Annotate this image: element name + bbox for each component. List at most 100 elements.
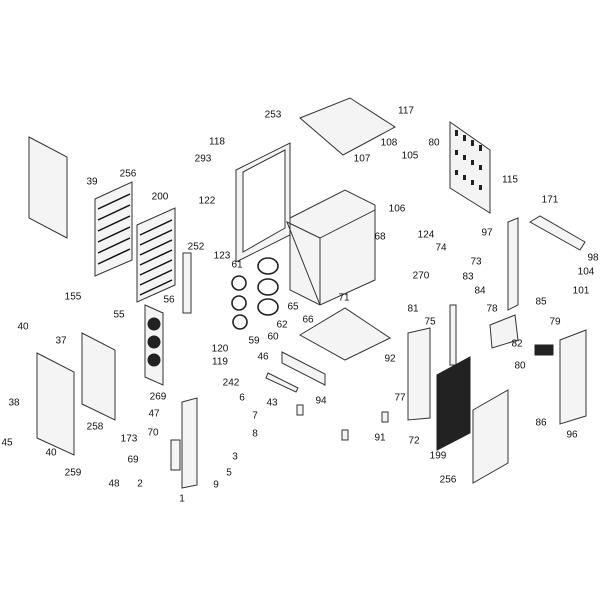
- top-panel: [299, 97, 396, 156]
- part-label: 40: [45, 447, 57, 459]
- part-label: 118: [209, 136, 225, 148]
- upright: [449, 304, 457, 366]
- control-plate: [170, 439, 181, 471]
- control-column: [181, 397, 198, 489]
- part-label: 2: [137, 478, 143, 490]
- part-label: 86: [535, 417, 547, 429]
- part-label: 83: [462, 271, 474, 283]
- part-label: 37: [55, 335, 67, 347]
- part-label: 293: [194, 153, 212, 165]
- part-label: 74: [435, 242, 447, 254]
- part-label: 270: [412, 270, 430, 282]
- rail-bracket: [281, 351, 326, 386]
- bottom-panel: [299, 307, 392, 361]
- part-label: 120: [211, 343, 229, 355]
- part-label: 122: [198, 195, 216, 207]
- part-label: 101: [572, 285, 590, 297]
- part-label: 61: [231, 259, 243, 271]
- part-label: 43: [266, 397, 278, 409]
- part-label: 59: [248, 335, 260, 347]
- part-label: 108: [380, 137, 398, 149]
- part-label: 72: [408, 435, 420, 447]
- part-label: 256: [119, 168, 137, 180]
- inner-door-glass: [81, 332, 116, 421]
- part-label: 155: [64, 291, 82, 303]
- shelf-rack-right: [472, 389, 509, 484]
- outer-door: [36, 352, 75, 456]
- part-label: 65: [287, 301, 299, 313]
- terminal-block: [534, 344, 554, 356]
- part-label: 38: [8, 397, 20, 409]
- rail: [265, 372, 299, 393]
- part-label: 85: [535, 296, 547, 308]
- part-label: 7: [252, 410, 258, 422]
- part-label: 173: [120, 433, 138, 445]
- door-panel: [28, 136, 68, 239]
- foot: [381, 411, 389, 423]
- part-label: 77: [394, 392, 406, 404]
- part-label: 40: [17, 321, 29, 333]
- part-label: 73: [470, 256, 482, 268]
- side-cover: [559, 329, 587, 425]
- part-label: 91: [374, 432, 386, 444]
- side-panel: [407, 327, 431, 421]
- part-label: 96: [566, 429, 578, 441]
- part-label: 123: [213, 250, 231, 262]
- vent-cover: [489, 314, 519, 349]
- top-rail: [529, 215, 586, 251]
- part-label: 242: [222, 377, 240, 389]
- condenser-grid: [436, 356, 471, 451]
- part-label: 104: [577, 266, 595, 278]
- part-label: 6: [239, 392, 245, 404]
- part-label: 56: [163, 294, 175, 306]
- part-label: 199: [429, 450, 447, 462]
- part-label: 5: [226, 467, 232, 479]
- part-label: 68: [374, 231, 386, 243]
- part-label: 55: [113, 309, 125, 321]
- part-label: 97: [481, 227, 493, 239]
- part-label: 107: [353, 153, 371, 165]
- part-label: 80: [514, 360, 526, 372]
- part-label: 1: [179, 493, 185, 505]
- tube: [182, 252, 192, 314]
- part-label: 105: [401, 150, 419, 162]
- part-label: 79: [549, 316, 561, 328]
- part-label: 39: [86, 176, 98, 188]
- part-label: 269: [149, 391, 167, 403]
- rear-vent-panel: [449, 121, 491, 214]
- part-label: 80: [428, 137, 440, 149]
- part-label: 66: [302, 314, 314, 326]
- part-label: 3: [232, 451, 238, 463]
- part-label: 119: [212, 356, 228, 368]
- part-label: 106: [388, 203, 406, 215]
- part-label: 69: [127, 454, 139, 466]
- part-label: 256: [439, 474, 457, 486]
- part-label: 92: [384, 353, 396, 365]
- part-label: 82: [511, 338, 523, 350]
- foot: [341, 429, 349, 441]
- part-label: 62: [276, 319, 288, 331]
- part-label: 94: [315, 395, 327, 407]
- part-label: 78: [486, 303, 498, 315]
- side-channel: [507, 217, 519, 311]
- part-label: 252: [187, 241, 205, 253]
- part-label: 259: [64, 467, 82, 479]
- part-label: 253: [264, 109, 282, 121]
- part-label: 60: [267, 331, 279, 343]
- cabinet-body: [289, 189, 376, 306]
- part-label: 124: [417, 229, 435, 241]
- part-label: 47: [148, 408, 160, 420]
- part-label: 48: [108, 478, 120, 490]
- part-label: 8: [252, 428, 258, 440]
- part-label: 117: [398, 105, 414, 117]
- part-label: 171: [541, 194, 559, 206]
- part-label: 9: [213, 479, 219, 491]
- part-label: 200: [151, 191, 169, 203]
- part-label: 115: [502, 174, 518, 186]
- part-label: 75: [424, 316, 436, 328]
- part-label: 84: [474, 285, 486, 297]
- part-label: 70: [147, 427, 159, 439]
- part-label: 81: [407, 303, 419, 315]
